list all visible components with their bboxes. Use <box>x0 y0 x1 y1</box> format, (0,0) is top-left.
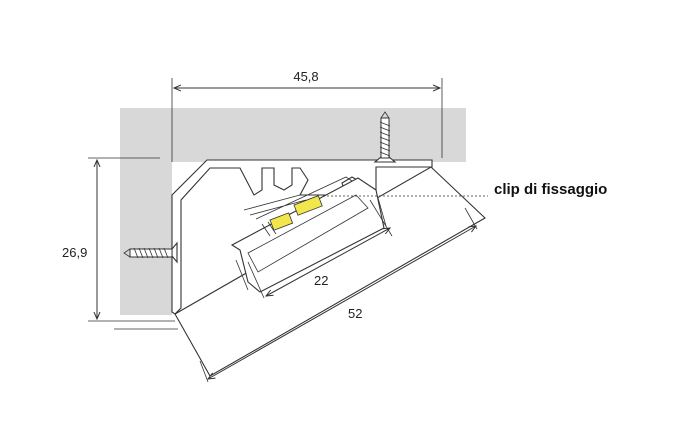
dimension-label-inner: 22 <box>314 273 328 288</box>
dimension-label-diagonal: 52 <box>348 306 362 321</box>
callout-label: clip di fissaggio <box>494 181 607 198</box>
screw-icon-top <box>373 111 397 163</box>
led-chip-2 <box>293 195 323 216</box>
extension-lines <box>88 78 443 330</box>
dimension-label-left: 26,9 <box>62 245 87 260</box>
dimension-label-top: 45,8 <box>293 69 318 84</box>
dimension-line-diagonal <box>208 226 476 379</box>
screw-icon-left <box>123 241 178 264</box>
